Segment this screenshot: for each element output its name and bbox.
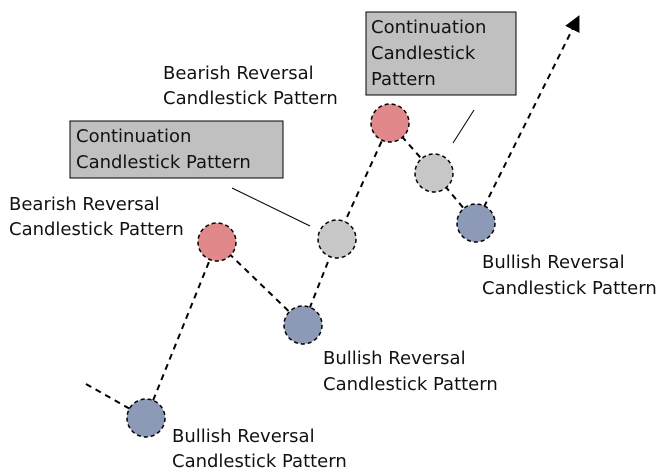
continuation-2-label-box bbox=[365, 11, 517, 96]
continuation-1-label-box bbox=[69, 120, 284, 179]
bullish-reversal-point-3 bbox=[456, 203, 496, 243]
continuation-point-1 bbox=[317, 219, 357, 259]
continuation-point-2 bbox=[414, 153, 454, 193]
continuation-label-2: Continuation Candlestick Pattern bbox=[371, 17, 492, 90]
bearish-reversal-label-1: Bearish Reversal Candlestick Pattern bbox=[9, 194, 184, 240]
bullish-reversal-point-2 bbox=[283, 305, 323, 345]
bullish-reversal-point-1 bbox=[126, 398, 166, 438]
continuation-label-1: Continuation Candlestick Pattern bbox=[76, 126, 251, 173]
bullish-reversal-label-3: Bullish Reversal Candlestick Pattern bbox=[482, 252, 657, 299]
bearish-reversal-label-2: Bearish Reversal Candlestick Pattern bbox=[163, 63, 338, 109]
bullish-reversal-label-2: Bullish Reversal Candlestick Pattern bbox=[323, 348, 498, 395]
continuation-2-pointer-line bbox=[452, 109, 475, 144]
bearish-reversal-point-2 bbox=[370, 103, 410, 143]
bullish-reversal-label-1: Bullish Reversal Candlestick Pattern bbox=[172, 426, 347, 472]
price-path-line bbox=[85, 15, 580, 420]
continuation-1-pointer-line bbox=[231, 187, 311, 227]
bearish-reversal-point-1 bbox=[197, 222, 237, 262]
